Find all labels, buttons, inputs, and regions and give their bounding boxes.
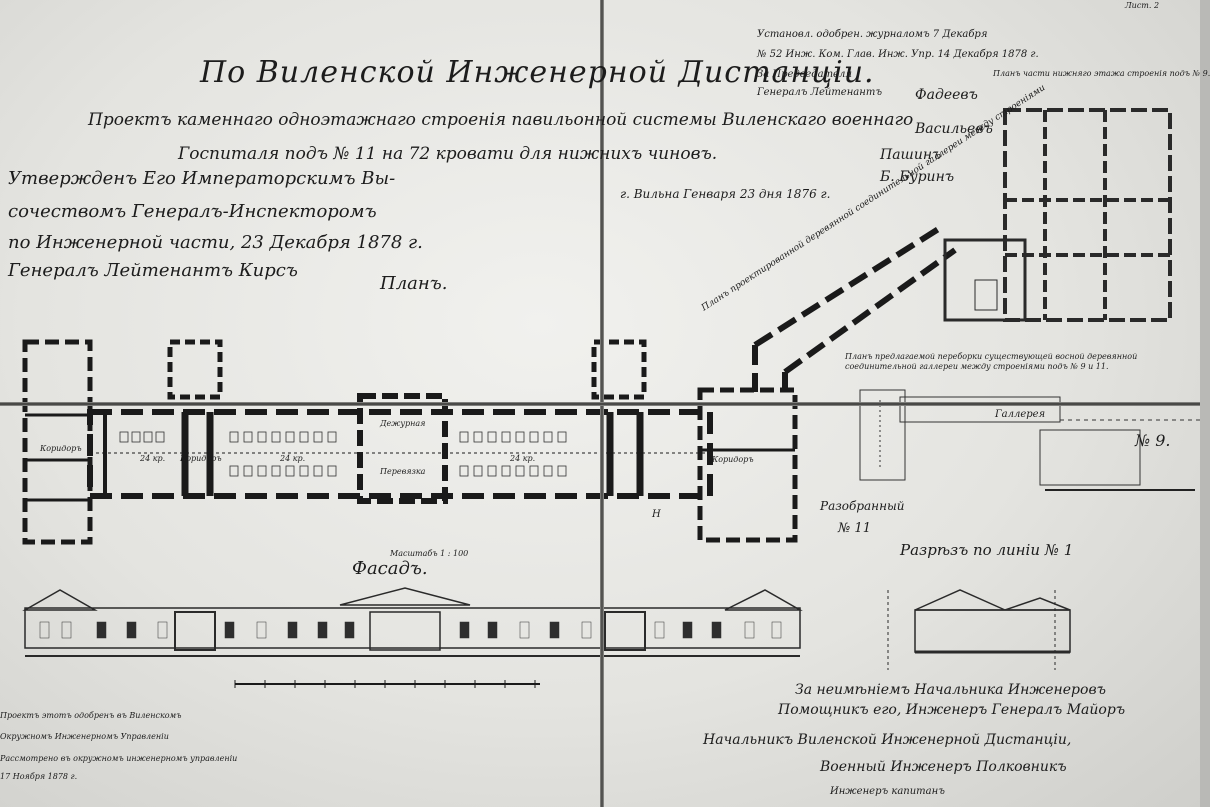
plan-label: Планъ.	[380, 273, 448, 294]
room-label-ward-1: 24 кр.	[140, 454, 166, 463]
bottom-right-note-1: За неимѣніемъ Начальника Инженеровъ	[795, 682, 1106, 698]
bottom-left-note-1: Проектъ этотъ одобренъ въ Виленскомъ	[0, 711, 182, 720]
plan-building-9	[943, 108, 1172, 322]
facade-elevation	[22, 587, 803, 657]
top-corner-note: Лист. 2	[1125, 1, 1160, 10]
approval-signature: Генералъ Лейтенантъ Кирсъ	[8, 260, 298, 281]
approval-line-1: Утвержденъ Его Императорскимъ Вы-	[8, 168, 396, 189]
gallery-rebuild-note: Планъ предлагаемой переборки существующе…	[845, 352, 1138, 372]
top-note-3: За Председателя	[757, 69, 852, 80]
fold-line-horizontal	[0, 402, 1200, 406]
gallery-label: Галлерея	[995, 409, 1046, 420]
building-number-9: № 9.	[1135, 431, 1171, 450]
bottom-left-note-4: 17 Ноября 1878 г.	[0, 772, 78, 781]
room-label-ward-3: 24 кр.	[510, 454, 536, 463]
bottom-right-note-3: Начальникъ Виленской Инженерной Дистанці…	[703, 732, 1072, 748]
ward-beds	[119, 431, 567, 477]
building-number-11: № 11	[838, 521, 871, 536]
bottom-right-note-2: Помощникъ его, Инженеръ Генералъ Майоръ	[778, 702, 1126, 718]
room-label-corridor-right: Коридоръ	[712, 455, 754, 464]
dismantled-label: Разобранный	[820, 499, 905, 513]
signature-2: Васильевъ	[915, 121, 993, 137]
approval-line-2: сочествомъ Генералъ-Инспекторомъ	[8, 201, 377, 222]
room-label-corridor-mid: Коридоръ	[180, 454, 222, 463]
signature-4: Б. Буринъ	[880, 169, 955, 185]
section-drawing	[887, 589, 1071, 670]
subtitle-line-1: Проектъ каменнаго одноэтажнаго строенія …	[88, 110, 914, 130]
room-label-ward-2: 24 кр.	[280, 454, 306, 463]
document-title: По Виленской Инженерной Дистанціи.	[200, 55, 875, 90]
place-date: г. Вильна Генваря 23 дня 1876 г.	[620, 187, 831, 201]
diagonal-gallery	[752, 225, 957, 392]
room-label-dressing: Перевязка	[380, 467, 426, 476]
bottom-left-note-3: Рассмотрено въ окружномъ инженерномъ упр…	[0, 754, 238, 763]
approval-line-3: по Инженерной части, 23 Декабря 1878 г.	[8, 232, 423, 253]
bottom-right-note-5: Инженеръ капитанъ	[830, 786, 945, 797]
facade-label: Фасадъ.	[352, 558, 428, 579]
scale-bar	[234, 680, 540, 688]
subtitle-line-2: Госпиталя подъ № 11 на 72 кровати для ни…	[178, 144, 718, 164]
room-label-dining: Дежурная	[380, 419, 426, 428]
top-note-4: Генералъ Лейтенантъ	[757, 87, 883, 98]
signature-1: Фадеевъ	[915, 87, 978, 103]
floor-plan	[22, 339, 798, 545]
top-note-1: Установл. одобрен. журналомъ 7 Декабря	[757, 29, 988, 40]
signature-3: Пашинъ	[880, 147, 942, 163]
facade-windows	[39, 621, 782, 639]
section-label: Разрѣзъ по линіи № 1	[900, 541, 1074, 559]
scale-label: Масштабъ 1 : 100	[390, 549, 469, 558]
bottom-left-note-2: Окружномъ Инженерномъ Управленіи	[0, 732, 169, 741]
section-mark: Н	[652, 509, 661, 520]
building-9-plan-label: Планъ части нижняго этажа строенія подъ …	[993, 69, 1210, 78]
top-note-2: № 52 Инж. Ком. Глав. Инж. Упр. 14 Декабр…	[757, 49, 1039, 60]
bottom-right-note-4: Военный Инженеръ Полковникъ	[820, 759, 1067, 775]
room-label-corridor-left: Коридоръ	[40, 444, 82, 453]
